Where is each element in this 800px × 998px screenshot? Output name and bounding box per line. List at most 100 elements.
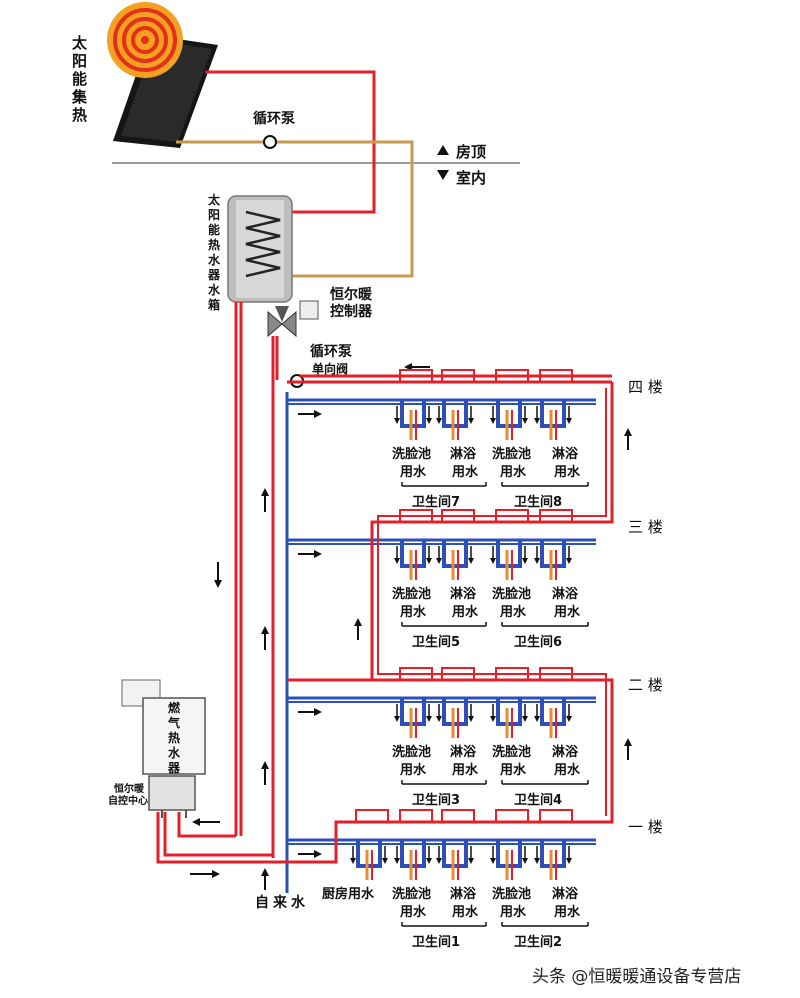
boiler-hot-out xyxy=(156,812,273,864)
outflow-arrowhead-r xyxy=(522,858,528,864)
fixture-u-pipe xyxy=(540,840,566,868)
sink-label: 洗脸池 xyxy=(492,586,531,602)
indoor-label: 室内 xyxy=(456,169,486,187)
fixture-u-pipe xyxy=(496,840,522,868)
sink-label-sub: 用水 xyxy=(399,604,427,620)
check-valve-label: 单向阀 xyxy=(312,361,348,376)
hot-zigzag-return xyxy=(273,382,614,864)
hot-branch-loop xyxy=(441,809,475,823)
fixture-u-pipe xyxy=(540,698,566,726)
flow-arrowhead-down xyxy=(214,580,222,588)
gas-water-heater xyxy=(121,679,206,818)
outflow-arrowhead xyxy=(436,716,442,722)
sink-label-sub: 用水 xyxy=(399,762,427,778)
outflow-arrowhead xyxy=(534,858,540,864)
flow-arrowhead-up-3 xyxy=(261,761,269,769)
shower-label-sub: 用水 xyxy=(553,464,581,480)
sink-label: 洗脸池 xyxy=(492,886,531,902)
outflow-arrowhead-r xyxy=(426,558,432,564)
outflow-arrowhead xyxy=(394,858,400,864)
shower-label: 淋浴 xyxy=(450,886,477,902)
outflow-arrowhead xyxy=(490,418,496,424)
outflow-arrowhead-r xyxy=(522,716,528,722)
outflow-arrowhead xyxy=(490,716,496,722)
sink-label-sub: 用水 xyxy=(499,464,527,480)
hot-branch-loop xyxy=(355,809,389,823)
sink-label: 洗脸池 xyxy=(392,446,431,462)
outflow-arrowhead-r xyxy=(468,858,474,864)
cold-flow-arrowhead xyxy=(314,550,322,558)
shower-label: 淋浴 xyxy=(552,586,579,602)
fixture-u-pipe xyxy=(540,400,566,428)
fixture-u-pipe xyxy=(400,840,426,868)
sink-label: 洗脸池 xyxy=(492,446,531,462)
outflow-arrowhead xyxy=(534,418,540,424)
boiler-label: 燃气热水器 xyxy=(167,700,181,775)
flow-arrowhead-right-tap xyxy=(212,870,220,878)
sink-label: 洗脸池 xyxy=(392,886,431,902)
outflow-arrowhead xyxy=(394,418,400,424)
right-flow-arrowhead-2 xyxy=(624,738,632,746)
outflow-arrowhead xyxy=(436,558,442,564)
flow-arrowhead-left-boiler xyxy=(192,818,200,826)
outflow-arrowhead-r xyxy=(566,558,572,564)
shower-label-sub: 用水 xyxy=(451,464,479,480)
tank-label: 太阳能热水器水箱 xyxy=(207,192,221,312)
top-circulation-pump-icon xyxy=(263,135,277,149)
indoor-down-arrow xyxy=(437,170,449,180)
mid-flow-arrowhead xyxy=(354,618,362,626)
fixture-u-pipe xyxy=(400,400,426,428)
hot-zigzag-return-inner xyxy=(377,388,607,816)
bathroom-name: 卫生间2 xyxy=(514,934,562,950)
shower-label: 淋浴 xyxy=(552,744,579,760)
outflow-arrowhead-r xyxy=(468,418,474,424)
cold-flow-arrowhead xyxy=(314,708,322,716)
outflow-arrowhead xyxy=(534,558,540,564)
top-circulation-pump-label: 循环泵 xyxy=(253,110,295,127)
flow-arrowhead-up-4 xyxy=(261,868,269,876)
outflow-arrowhead xyxy=(534,716,540,722)
boiler-feed-pipe xyxy=(177,812,236,838)
outflow-arrowhead xyxy=(490,558,496,564)
shower-label-sub: 用水 xyxy=(553,904,581,920)
shower-label: 淋浴 xyxy=(450,446,477,462)
fixture-u-pipe xyxy=(356,840,382,868)
floor-label: 三 楼 xyxy=(628,518,663,536)
outflow-arrowhead xyxy=(350,858,356,864)
outflow-arrowhead xyxy=(436,418,442,424)
sink-label-sub: 用水 xyxy=(499,762,527,778)
bathroom-name: 卫生间1 xyxy=(412,934,460,950)
fixture-u-pipe xyxy=(442,400,468,428)
boiler-hot-out-b xyxy=(163,812,273,857)
sink-label-sub: 用水 xyxy=(399,904,427,920)
roof-up-arrow xyxy=(437,145,449,155)
bathroom-name: 卫生间6 xyxy=(514,634,562,650)
flow-arrowhead-up-2 xyxy=(261,626,269,634)
sink-label: 洗脸池 xyxy=(392,586,431,602)
hot-branch-loop xyxy=(539,809,573,823)
outflow-arrowhead-r xyxy=(468,716,474,722)
flow-arrowhead-up-1 xyxy=(261,488,269,496)
controller-label: 恒尔暖 控制器 xyxy=(330,286,377,320)
fixture-u-pipe xyxy=(540,540,566,568)
sink-label: 洗脸池 xyxy=(392,744,431,760)
shower-label: 淋浴 xyxy=(552,886,579,902)
outflow-arrowhead-r xyxy=(426,418,432,424)
outflow-arrowhead xyxy=(394,558,400,564)
solar-loop-return xyxy=(176,140,414,278)
bathroom-name: 卫生间3 xyxy=(412,792,460,808)
bathroom-name: 卫生间7 xyxy=(412,494,460,510)
fixture-u-pipe xyxy=(442,540,468,568)
watermark: 头条 @恒暖暖通设备专营店 xyxy=(532,967,741,987)
hot-branch-loop xyxy=(495,809,529,823)
shower-label-sub: 用水 xyxy=(451,762,479,778)
outflow-arrowhead-r xyxy=(566,418,572,424)
fixture-u-pipe xyxy=(442,840,468,868)
bathroom-name: 卫生间8 xyxy=(514,494,562,510)
shower-label-sub: 用水 xyxy=(451,904,479,920)
